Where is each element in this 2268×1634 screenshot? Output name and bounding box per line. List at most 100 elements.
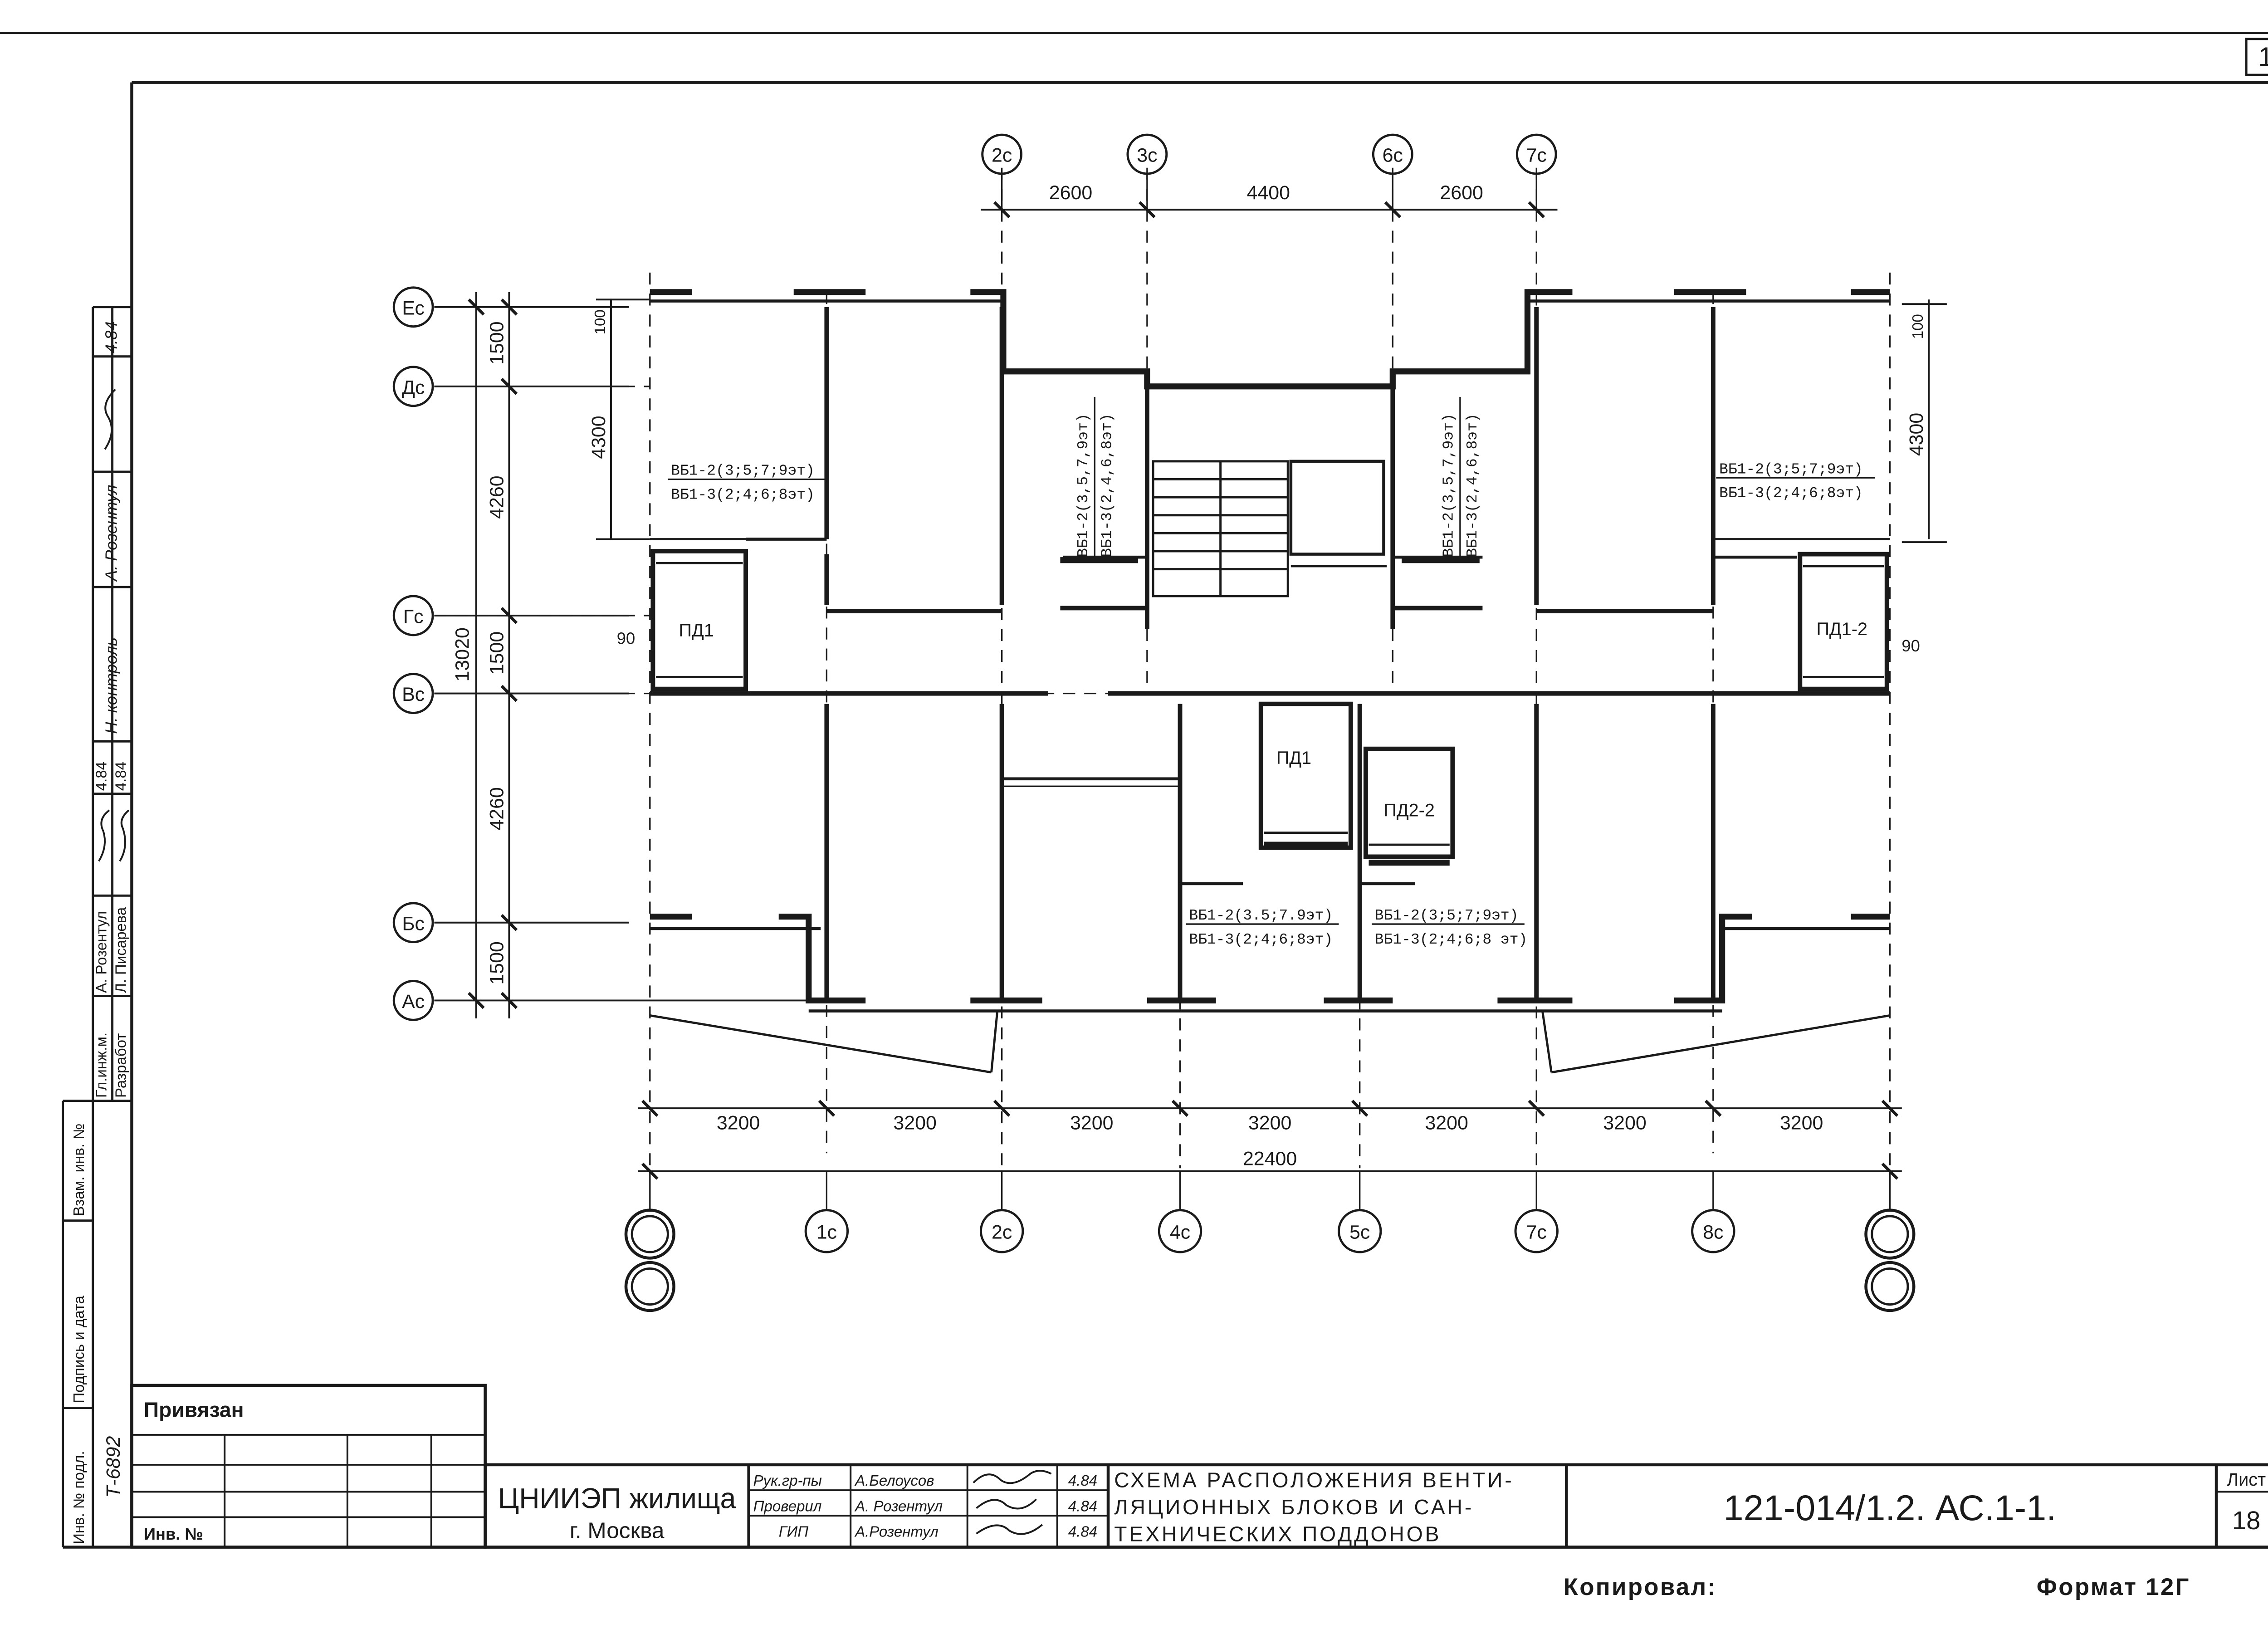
stamp-name-1: А. Розентул [93,911,109,993]
dim-right-inner-2: 4300 [1906,413,1927,456]
dim-bottom-3: 3200 [1070,1112,1113,1134]
axis-label-Dc: Дс [402,377,425,398]
axis-label-Gc: Гс [403,606,424,627]
footer-kopiroval: Копировал: [1564,1574,1717,1600]
axis-label-2c-bottom: 2с [992,1221,1012,1243]
axis-marker-Vc: Вс [392,673,434,714]
dim-left-3: 1500 [486,631,508,675]
sheet-frame [0,32,2268,1549]
axis-label-2c-top: 2с [992,145,1012,166]
stamp-signatures [98,389,130,862]
tray-label-pd1-center: ПД1 [1276,748,1311,768]
tb-name-3: А.Розентул [854,1523,938,1540]
tb-role-1: Рук.гр-пы [753,1472,822,1489]
tb-title-line-1: СХЕМА РАСПОЛОЖЕНИЯ ВЕНТИ- [1114,1468,1514,1492]
footer-format: Формат 12Г [2037,1574,2190,1600]
dim-right-inner-1: 100 [1909,314,1926,339]
axis-marker-empty-left [624,1171,675,1312]
vent-label-c-top: ВБ1-2(3,5,7,9эт) [1440,413,1457,557]
dim-bottom-total: 22400 [1243,1148,1297,1170]
dim-left-4: 4260 [486,787,508,830]
stamp-date-3: 4.84 [102,322,121,354]
left-side-stamp [62,306,132,1547]
vent-label-f-bot: ВБ1-3(2;4;6;8 эт) [1375,931,1528,948]
axis-marker-Bc: Бс [392,902,434,944]
dim-offset-left: 90 [617,629,635,648]
dim-left-inner-2: 4300 [588,416,610,459]
axis-marker-Gc: Гс [392,595,434,636]
vent-label-stair-right: ВБ1-2(3,5,7,9эт) ВБ1-3(2,4,6,8эт) [1440,396,1481,557]
vent-label-c-bot: ВБ1-3(2,4,6,8эт) [1464,413,1481,557]
dimension-lines [475,209,1947,1172]
axis-marker-5c-bottom: 5с [1337,1171,1382,1253]
vent-label-lower-left: ВБ1-2(3.5;7.9эт) ВБ1-3(2;4;6;8эт) [1186,907,1339,948]
axis-label-5c-bottom: 5с [1349,1221,1370,1243]
axis-marker-4c-bottom: 4с [1158,1171,1202,1253]
vent-label-d-bot: ВБ1-3(2;4;6;8эт) [1719,485,1863,502]
stamp-inv-value: Т-6892 [103,1436,124,1497]
stamp-kontrol-name: А. Розентул [102,485,121,582]
axis-label-4c-bottom: 4с [1170,1221,1190,1243]
axis-label-Bc: Бс [402,913,425,934]
stamp-date-2: 4.84 [112,762,129,791]
tb-sheet-number: 18 [2232,1506,2260,1535]
tb-name-2: А. Розентул [854,1497,943,1514]
axis-marker-8c-bottom: 8с [1691,1171,1735,1253]
dim-left-1: 1500 [486,321,508,364]
axis-markers-left: Ес Дс Гс Вс Бс Ас [392,286,434,1021]
dim-bottom-6: 3200 [1603,1112,1646,1134]
tb-inv-no: Инв. № [144,1525,203,1543]
tb-name-1: А.Белоусов [854,1472,934,1489]
axis-marker-Dc: Дс [392,366,434,407]
tb-title-line-2: ЛЯЦИОННЫХ БЛОКОВ И САН- [1114,1495,1474,1519]
vent-label-left-room: ВБ1-2(3;5;7;9эт) ВБ1-3(2;4;6;8эт) [668,463,827,503]
axis-marker-3c-top: 3с [1126,133,1168,210]
dim-top-2: 4400 [1247,182,1290,204]
axis-marker-7c-bottom: 7с [1514,1171,1559,1253]
axis-marker-6c-top: 6с [1372,133,1413,210]
dim-left-total: 13020 [451,627,473,681]
axis-marker-2c-bottom: 2с [979,1171,1024,1253]
tb-org-city: г. Москва [570,1518,665,1543]
axis-marker-2c-top: 2с [981,133,1023,210]
dim-left-inner-1: 100 [591,309,608,334]
vent-label-lower-right: ВБ1-2(3;5;7;9эт) ВБ1-3(2;4;6;8 эт) [1372,907,1527,948]
stamp-date-1: 4.84 [93,762,109,791]
windows [692,288,1851,1004]
axis-label-1c-bottom: 1с [816,1221,837,1243]
vent-label-stair-left: ВБ1-2(3,5,7,9эт) ВБ1-3(2,4,6,8эт) [1075,396,1116,557]
dim-top-3: 2600 [1440,182,1483,204]
stamp-vzam: Взам. инв. № [70,1123,87,1216]
vent-label-a-top: ВБ1-2(3;5;7;9эт) [671,463,815,479]
vent-label-f-top: ВБ1-2(3;5;7;9эт) [1375,907,1519,924]
vent-label-right-room: ВБ1-2(3;5;7;9эт) ВБ1-3(2;4;6;8эт) [1716,461,1875,502]
axis-marker-Ac: Ас [392,980,434,1021]
tb-sheet-label: Лист [2227,1470,2266,1490]
floor-plan [434,167,1891,1169]
axis-label-3c-top: 3с [1137,145,1157,166]
tb-date-3: 4.84 [1068,1523,1097,1540]
tb-title-line-3: ТЕХНИЧЕСКИХ ПОДДОНОВ [1114,1522,1441,1546]
dim-offset-right: 90 [1901,636,1920,655]
axis-markers-bottom: 1с 2с 4с 5с 7с 8с [624,1171,1916,1312]
axis-label-7c-top: 7с [1526,145,1547,166]
axis-label-8c-bottom: 8с [1703,1221,1723,1243]
sanitary-trays [650,549,1889,859]
tb-role-3: ГИП [779,1523,809,1540]
vent-label-d-top: ВБ1-2(3;5;7;9эт) [1719,461,1863,478]
vent-label-e-top: ВБ1-2(3.5;7.9эт) [1189,907,1333,924]
exterior-walls [650,289,1890,1013]
vent-label-b-bot: ВБ1-3(2,4,6,8эт) [1099,413,1116,557]
corner-sheet-number: 19 [2258,41,2268,72]
axis-label-Ac: Ас [402,991,425,1013]
stamp-podpis-data: Подпись и дата [70,1296,87,1404]
dim-top-1: 2600 [1049,182,1092,204]
entrance-canopies [650,1011,1890,1074]
axis-marker-Ec: Ес [392,286,434,328]
tb-privyazan: Привязан [144,1398,244,1421]
interior-walls [650,307,1890,1001]
axis-marker-empty-right [1864,1171,1916,1312]
vent-label-b-top: ВБ1-2(3,5,7,9эт) [1075,413,1092,557]
dim-bottom-7: 3200 [1780,1112,1823,1134]
